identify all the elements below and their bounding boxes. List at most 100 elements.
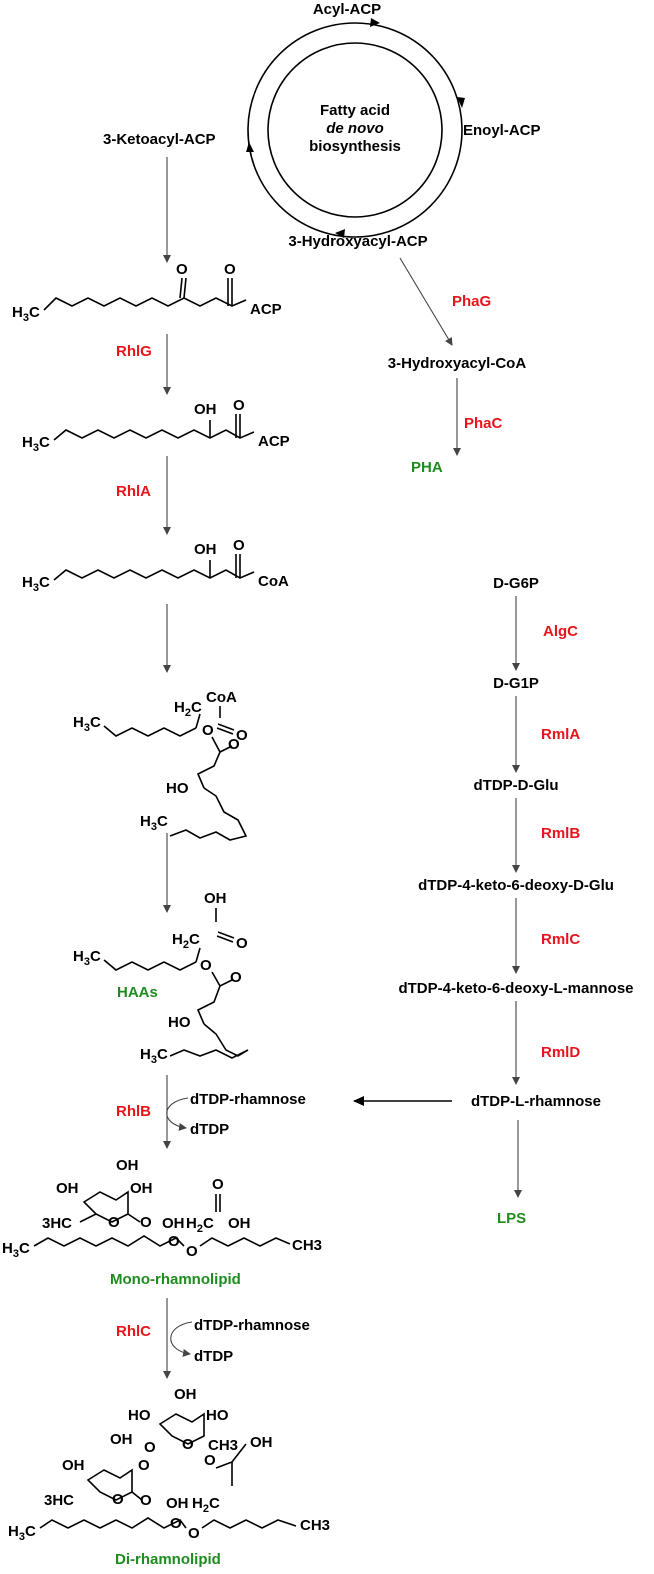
acyl-acp-label: Acyl-ACP [313, 1, 381, 18]
svg-text:O: O [138, 1457, 150, 1474]
svg-text:OH: OH [62, 1457, 85, 1474]
structure-mono-rhamnolipid: OH OH OH O 3HC O OH H2C O OH H3C O CH3 O [2, 1157, 322, 1260]
svg-text:H3C: H3C [140, 813, 168, 833]
cycle-inner-ring [267, 42, 443, 218]
cycle-center-line1: Fatty acid [320, 102, 390, 119]
enzyme-rhlb: RhlB [116, 1103, 151, 1120]
svg-text:O: O [236, 935, 248, 952]
svg-text:OH: OH [250, 1434, 273, 1451]
g6p-label: D-G6P [493, 575, 539, 592]
cycle-center-line2: de novo [326, 120, 384, 137]
fatty-acid-cycle: Acyl-ACP Enoyl-ACP 3-Hydroxyacyl-ACP 3-K… [103, 1, 541, 250]
enzyme-algc: AlgC [543, 623, 578, 640]
svg-text:HO: HO [168, 1014, 191, 1031]
svg-text:O: O [204, 1452, 216, 1469]
rhamnose-branch: D-G6P AlgC D-G1P RmlA dTDP-D-Glu RmlB dT… [353, 575, 634, 1227]
svg-text:3HC: 3HC [44, 1492, 74, 1509]
rhlb-cosubstrate-curve [166, 1097, 189, 1131]
svg-text:O: O [140, 1214, 152, 1231]
enzyme-rmlb: RmlB [541, 825, 580, 842]
svg-text:OH: OH [228, 1215, 251, 1232]
svg-text:OH: OH [116, 1157, 139, 1174]
svg-text:H3C: H3C [8, 1523, 36, 1543]
di-rhamnolipid-label: Di-rhamnolipid [115, 1551, 221, 1568]
cycle-arrowhead-bottom [335, 229, 345, 238]
cycle-arrowhead-top [370, 18, 380, 27]
svg-text:HO: HO [128, 1407, 151, 1424]
svg-text:OH: OH [110, 1431, 133, 1448]
dtdp-keto-glu-label: dTDP-4-keto-6-deoxy-D-Glu [418, 877, 614, 894]
svg-text:O: O [233, 397, 245, 414]
arrow-phag [399, 257, 453, 346]
enzyme-rhlg: RhlG [116, 343, 152, 360]
enzyme-phac: PhaC [464, 415, 503, 432]
haas-label: HAAs [117, 984, 158, 1001]
svg-text:H3C: H3C [12, 304, 40, 324]
svg-text:H3C: H3C [22, 574, 50, 594]
enzyme-rhla: RhlA [116, 483, 151, 500]
svg-text:H3C: H3C [2, 1240, 30, 1260]
svg-text:OH: OH [56, 1180, 79, 1197]
svg-text:CoA: CoA [206, 689, 237, 706]
svg-text:H3C: H3C [22, 434, 50, 454]
enzyme-rmla: RmlA [541, 726, 580, 743]
lps-label: LPS [497, 1210, 526, 1227]
svg-text:O: O [200, 957, 212, 974]
mono-rhamnolipid-label: Mono-rhamnolipid [110, 1271, 241, 1288]
svg-text:O: O [188, 1525, 200, 1542]
rhlb-coproduct: dTDP [190, 1121, 229, 1138]
svg-text:H3C: H3C [73, 714, 101, 734]
structure-haas: OH H2C O H3C O O HO H3C [73, 890, 249, 1066]
svg-text:CoA: CoA [258, 573, 289, 590]
svg-text:OH: OH [194, 541, 217, 558]
svg-text:O: O [144, 1439, 156, 1456]
svg-text:O: O [228, 736, 240, 753]
svg-text:O: O [233, 537, 245, 554]
svg-text:O: O [186, 1243, 198, 1260]
svg-text:CH3: CH3 [208, 1437, 238, 1454]
svg-text:OH: OH [166, 1495, 189, 1512]
svg-text:O: O [176, 261, 188, 278]
svg-text:O: O [108, 1214, 120, 1231]
hydroxyacyl-coa-label: 3-Hydroxyacyl-CoA [388, 355, 527, 372]
g1p-label: D-G1P [493, 675, 539, 692]
svg-text:O: O [230, 969, 242, 986]
enoyl-acp-label: Enoyl-ACP [463, 122, 541, 139]
structure-ketoacyl-acp: H3C O O ACP [12, 261, 282, 324]
dtdp-keto-man-label: dTDP-4-keto-6-deoxy-L-mannose [398, 980, 633, 997]
ketoacyl-acp-label: 3-Ketoacyl-ACP [103, 131, 216, 148]
structure-hydroxyacyl-coa: H3C OH O CoA [22, 537, 289, 594]
svg-text:O: O [112, 1491, 124, 1508]
svg-text:OH: OH [130, 1180, 153, 1197]
svg-text:OH: OH [204, 890, 227, 907]
structure-di-rhamnolipid: OH HO HO O CH3 O OH OH O O 3HC O O OH OH… [8, 1386, 330, 1543]
svg-text:OH: OH [174, 1386, 197, 1403]
svg-text:OH: OH [162, 1215, 185, 1232]
svg-text:O: O [202, 722, 214, 739]
svg-text:O: O [168, 1233, 180, 1250]
svg-text:ACP: ACP [258, 433, 290, 450]
svg-text:CH3: CH3 [300, 1517, 330, 1534]
cycle-center-line3: biosynthesis [309, 138, 401, 155]
cycle-arrowhead-left [246, 142, 254, 152]
enzyme-rmld: RmlD [541, 1044, 580, 1061]
cycle-arrowhead-right [457, 97, 465, 108]
svg-text:O: O [236, 727, 248, 744]
enzyme-rmlc: RmlC [541, 931, 580, 948]
svg-text:HO: HO [206, 1407, 229, 1424]
svg-text:O: O [212, 1176, 224, 1193]
structure-hydroxyacyl-acp: H3C OH O ACP [22, 397, 290, 454]
cycle-outer-ring [247, 22, 463, 238]
rhlc-coproduct: dTDP [194, 1348, 233, 1365]
svg-text:ACP: ACP [250, 301, 282, 318]
rhlc-cosubstrate-curve [170, 1321, 193, 1357]
svg-text:H3C: H3C [140, 1046, 168, 1066]
svg-text:O: O [140, 1492, 152, 1509]
svg-text:O: O [182, 1436, 194, 1453]
svg-text:H2C: H2C [172, 931, 200, 951]
rhlc-cosubstrate: dTDP-rhamnose [194, 1317, 310, 1334]
structure-haa-coa: CoA H2C O H3C O O HO H3C [73, 689, 248, 841]
enzyme-phag: PhaG [452, 293, 491, 310]
svg-text:O: O [224, 261, 236, 278]
